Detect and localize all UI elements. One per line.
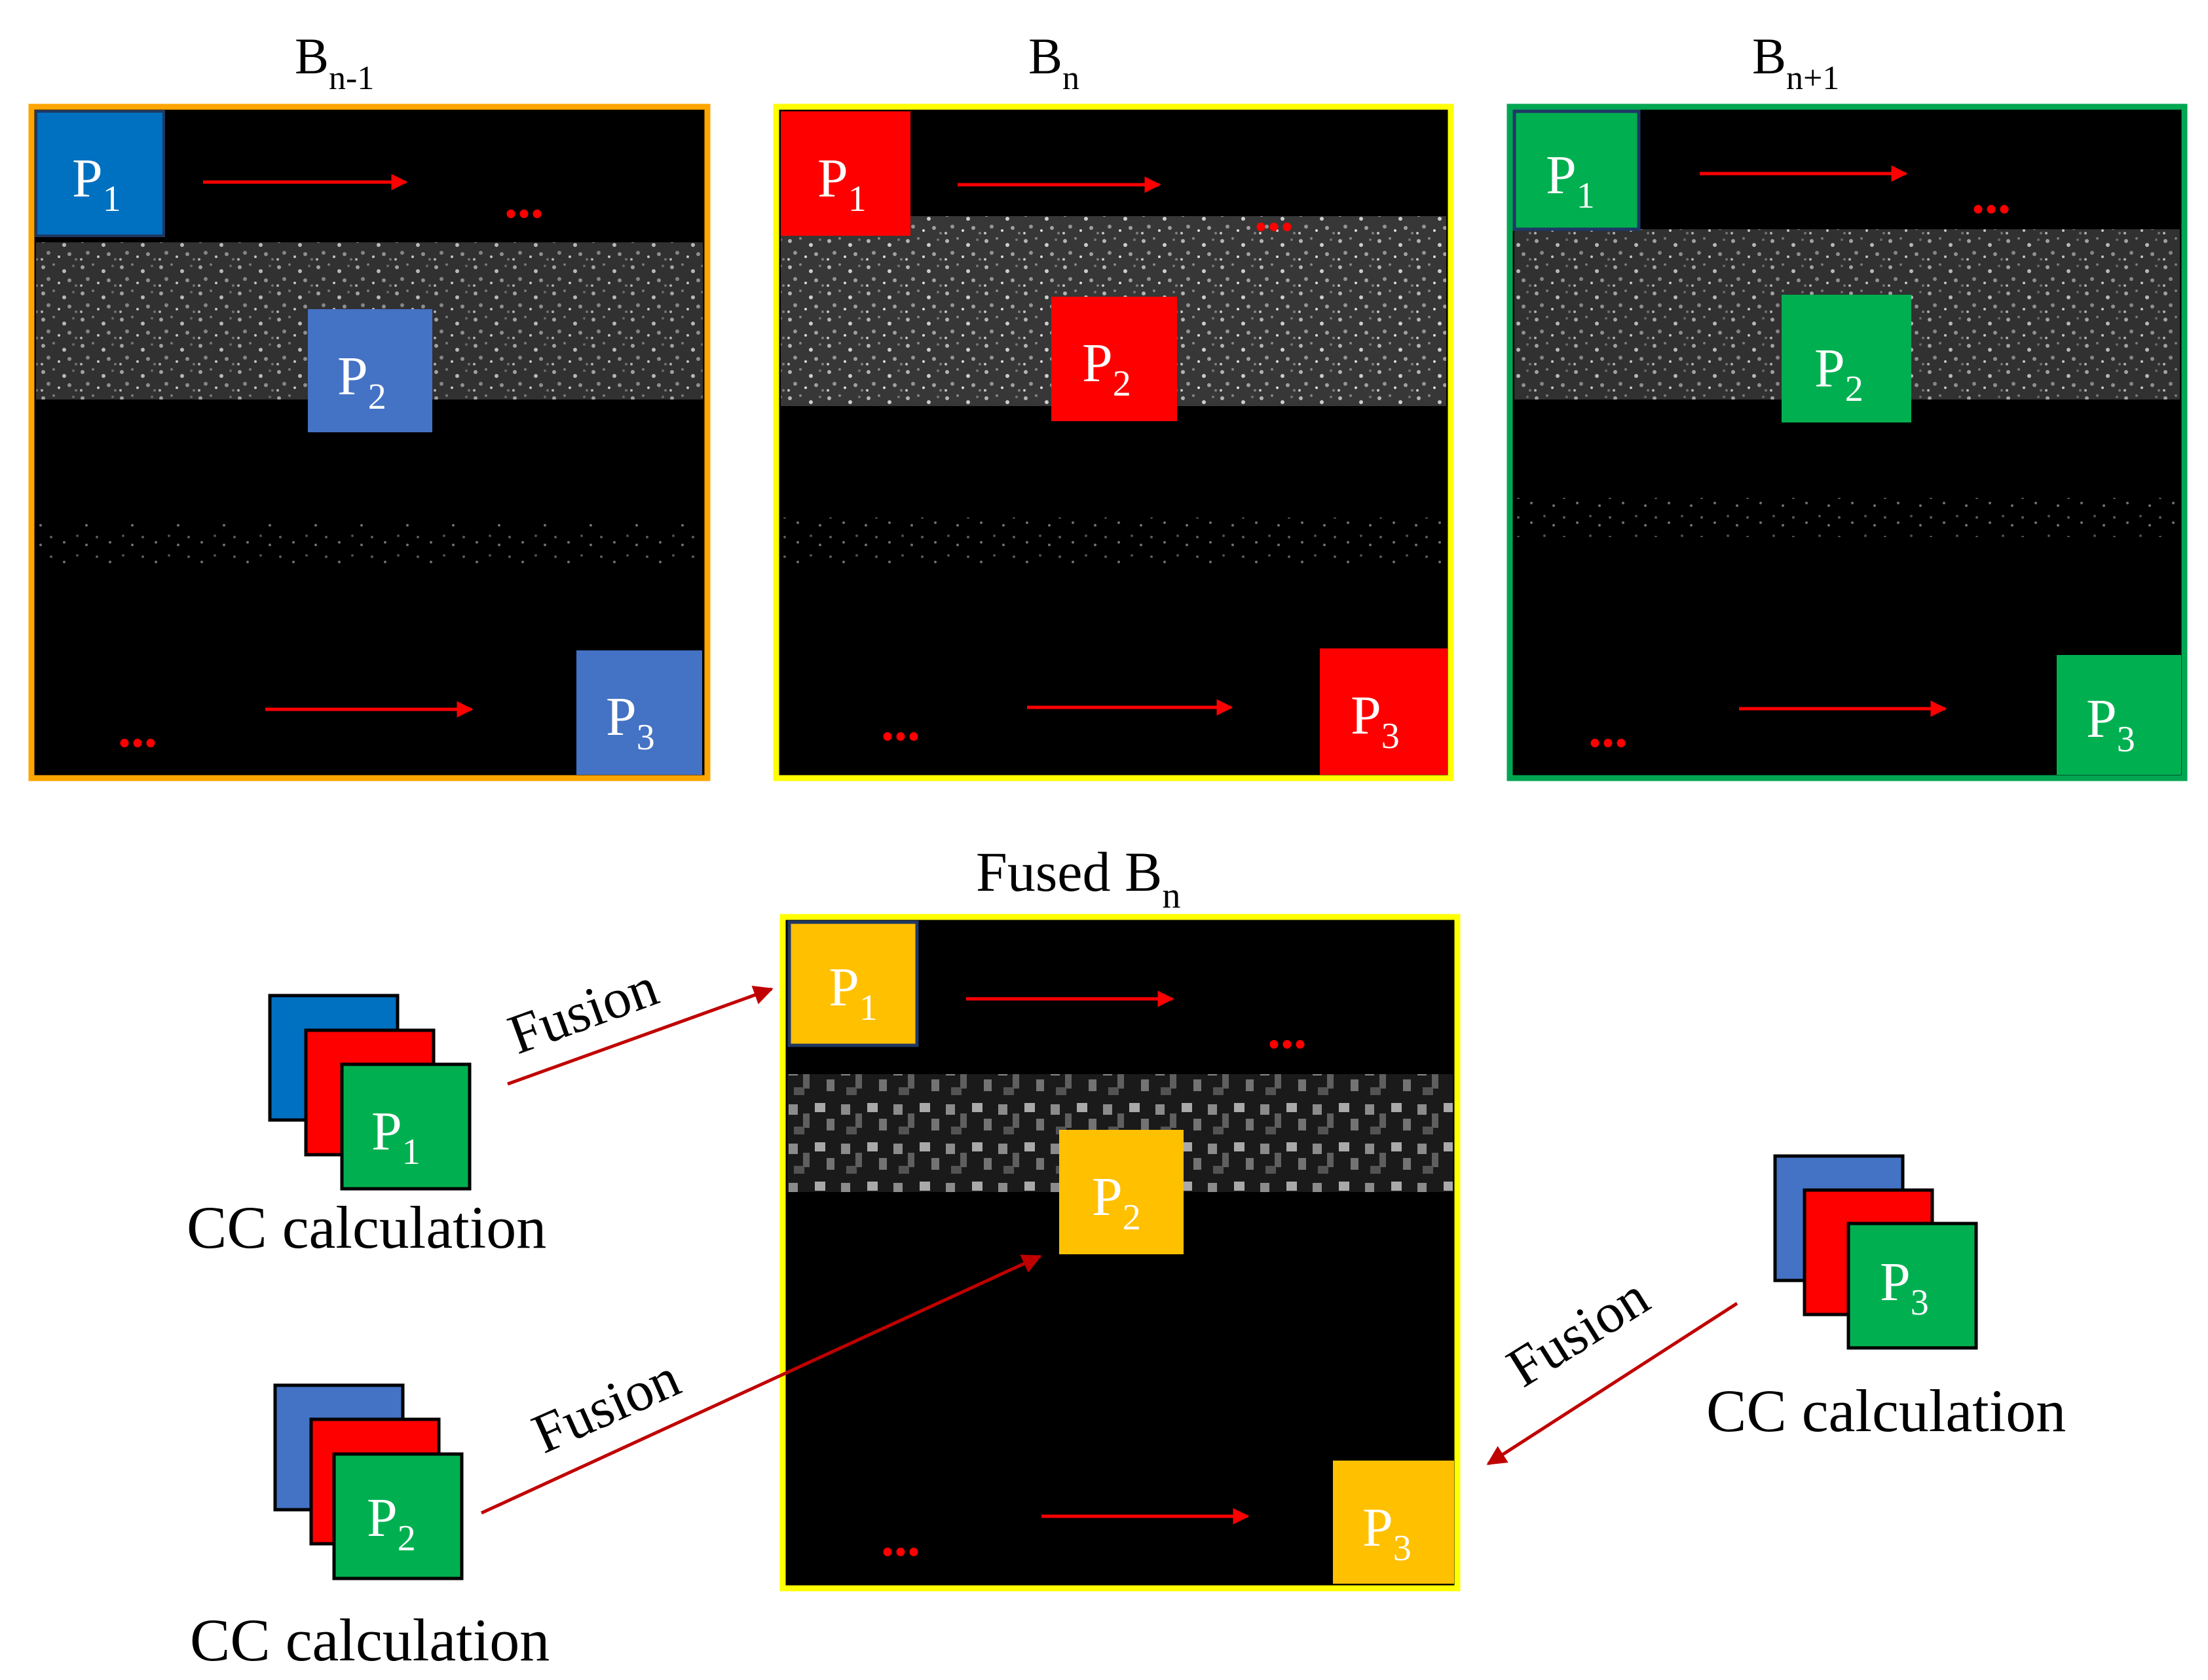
fusion-arrow-p2	[480, 1254, 1042, 1515]
dim-layer	[36, 524, 703, 563]
panel-title-bn: Bn	[1028, 28, 1079, 97]
ellipsis-bottom: ...	[881, 694, 920, 752]
patch-p2: P2	[1059, 1130, 1184, 1254]
fused-title: Fused Bn	[976, 840, 1180, 916]
patch-p1: P1	[781, 111, 910, 236]
panel-bn-1: P1 P2 P3 ... ...	[28, 103, 711, 781]
patch-p1: P1	[787, 920, 919, 1047]
svg-text:P2: P2	[337, 346, 386, 417]
panel-bn: P1 P2 P3 ... ...	[773, 103, 1454, 781]
svg-text:P2: P2	[367, 1487, 416, 1559]
svg-text:P1: P1	[817, 148, 867, 219]
svg-text:P3: P3	[1362, 1497, 1412, 1569]
ellipsis-bottom: ...	[881, 1510, 920, 1567]
svg-text:P1: P1	[1546, 145, 1595, 216]
patch-p2: P2	[308, 309, 432, 432]
fusion-arrow-p1	[507, 986, 774, 1086]
dim-layer	[781, 517, 1446, 563]
svg-text:P3: P3	[2086, 688, 2135, 760]
svg-text:P3: P3	[606, 686, 655, 758]
fusion-arrow-p3	[1486, 1301, 1738, 1466]
fusion-label-p2: Fusion	[523, 1345, 689, 1465]
patch-p2: P2	[1782, 295, 1911, 422]
ellipsis-top: ...	[1267, 1002, 1307, 1060]
patch-p3: P3	[1333, 1461, 1454, 1584]
cc-label-p2: CC calculation	[190, 1607, 550, 1673]
stack-p1: P1	[268, 994, 472, 1191]
svg-text:P2: P2	[1814, 338, 1863, 409]
ellipsis-top: ...	[504, 172, 544, 229]
svg-text:P1: P1	[72, 148, 121, 219]
cc-label-p3: CC calculation	[1706, 1377, 2066, 1444]
patch-p1: P1	[35, 110, 165, 237]
patch-p3: P3	[576, 650, 702, 775]
ellipsis-top: ...	[1972, 167, 2011, 225]
fusion-label-p3: Fusion	[1496, 1265, 1659, 1400]
svg-text:P3: P3	[1880, 1252, 1929, 1323]
svg-text:P1: P1	[371, 1101, 421, 1172]
stack-p3: P3	[1773, 1154, 1978, 1350]
ellipsis-bottom: ...	[118, 701, 157, 758]
patch-p2: P2	[1051, 297, 1177, 421]
svg-text:P2: P2	[1092, 1167, 1141, 1238]
svg-text:P1: P1	[829, 957, 878, 1028]
ellipsis-top: ...	[1254, 185, 1294, 242]
panel-bn+1: P1 P2 P3 ... ...	[1506, 103, 2188, 781]
svg-text:P3: P3	[1351, 685, 1400, 756]
svg-text:P2: P2	[1082, 333, 1131, 404]
panel-title-bn-1: Bn-1	[295, 28, 374, 97]
ellipsis-bottom: ...	[1588, 701, 1628, 758]
patch-p1: P1	[1512, 109, 1641, 231]
dim-layer	[1514, 498, 2180, 537]
panel-title-bn+1: Bn+1	[1752, 28, 1839, 97]
cc-label-p1: CC calculation	[187, 1194, 546, 1261]
stack-p2: P2	[273, 1383, 464, 1580]
patch-p3: P3	[2057, 655, 2181, 775]
patch-p3: P3	[1320, 648, 1448, 775]
panel-fused-bn: P1 P2 P3 ... ...	[779, 914, 1461, 1592]
fusion-label-p1: Fusion	[500, 955, 666, 1066]
